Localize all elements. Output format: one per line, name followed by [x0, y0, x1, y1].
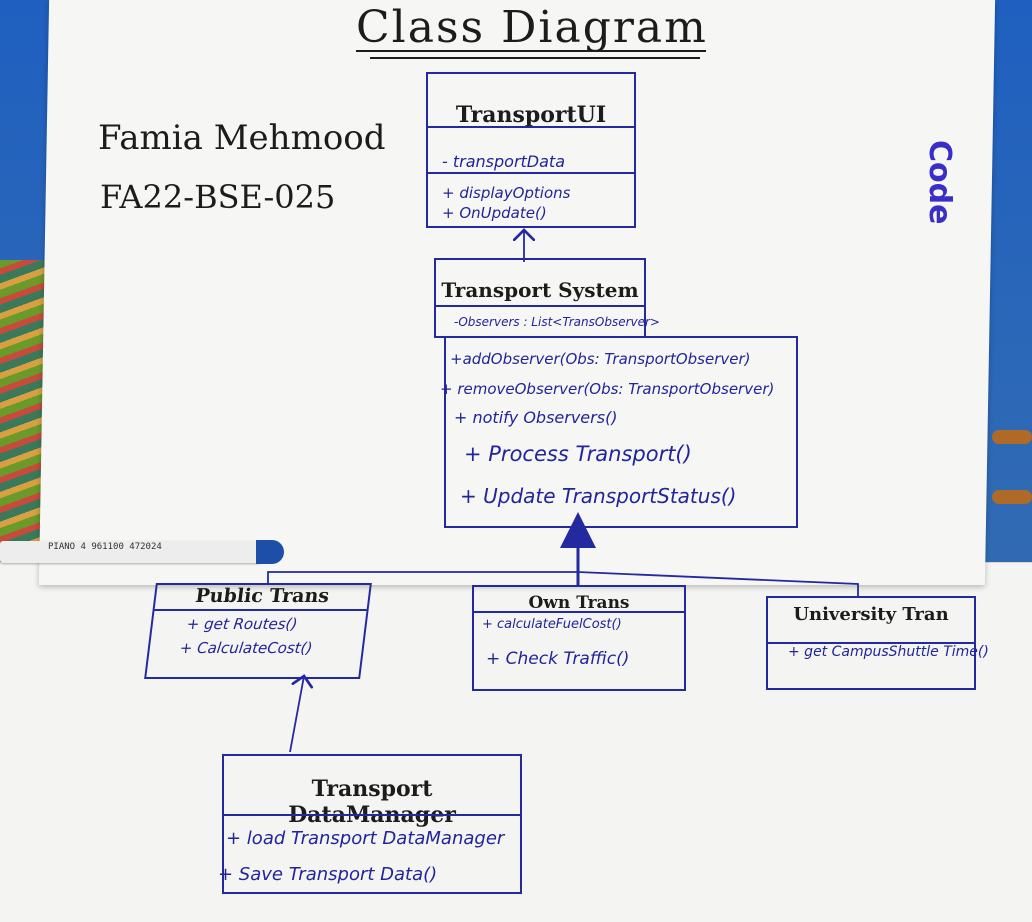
pen-label: PIANO 4 961100 472024: [48, 542, 162, 552]
method: + load Transport DataManager: [226, 828, 505, 849]
method: + CalculateCost(): [178, 639, 314, 657]
method: + get CampusShuttle Time(): [788, 644, 989, 660]
marker-pen: PIANO 4 961100 472024: [0, 539, 284, 567]
roll-number: FA22-BSE-025: [100, 178, 336, 216]
class-transport-ui: TransportUI - transportData + displayOpt…: [426, 72, 636, 228]
link-manager-to-public: [289, 676, 304, 753]
method: + Process Transport(): [464, 442, 692, 466]
class-transport-data-manager: Transport DataManager + load Transport D…: [218, 754, 522, 894]
method: + Save Transport Data(): [218, 864, 438, 885]
class-name: TransportUI: [455, 102, 607, 128]
title-underline-second: [370, 57, 700, 59]
link-university-to-system: [577, 571, 859, 596]
class-name: Transport DataManager: [288, 776, 456, 828]
method: +addObserver(Obs: TransportObserver): [450, 350, 751, 368]
class-university-tran: University Tran + get CampusShuttle Time…: [766, 596, 989, 690]
notebook-lower-page: [0, 562, 1032, 922]
title-underline: [356, 50, 706, 52]
attribute: - transportData: [442, 152, 565, 171]
class-name: Public Trans: [194, 585, 331, 607]
author-name: Famia Mehmood: [98, 118, 386, 158]
class-own-trans: Own Trans + calculateFuelCost() + Check …: [472, 585, 686, 691]
method: + notify Observers(): [454, 408, 618, 427]
method: + calculateFuelCost(): [482, 617, 622, 632]
method: + get Routes(): [185, 615, 299, 633]
method: + removeObserver(Obs: TransportObserver): [440, 380, 775, 398]
link-public-to-system: [267, 571, 578, 583]
class-name: University Tran: [793, 604, 949, 625]
page-title: Class Diagram: [356, 2, 708, 53]
class-name: Transport System: [441, 278, 639, 302]
class-public-trans: Public Trans + get Routes() + CalculateC…: [144, 583, 372, 679]
class-transport-system: Transport System -Observers : List<Trans…: [434, 258, 660, 338]
class-name: Own Trans: [528, 593, 630, 613]
class-transport-system-methods: +addObserver(Obs: TransportObserver) + r…: [440, 336, 798, 528]
method: + OnUpdate(): [442, 204, 547, 222]
method: + Check Traffic(): [486, 649, 630, 669]
pen-cap: [256, 540, 284, 564]
attribute: -Observers : List<TransObserver>: [454, 315, 660, 329]
method: + Update TransportStatus(): [460, 484, 737, 508]
method: + displayOptions: [442, 184, 571, 202]
binder-rings: [990, 420, 1032, 560]
